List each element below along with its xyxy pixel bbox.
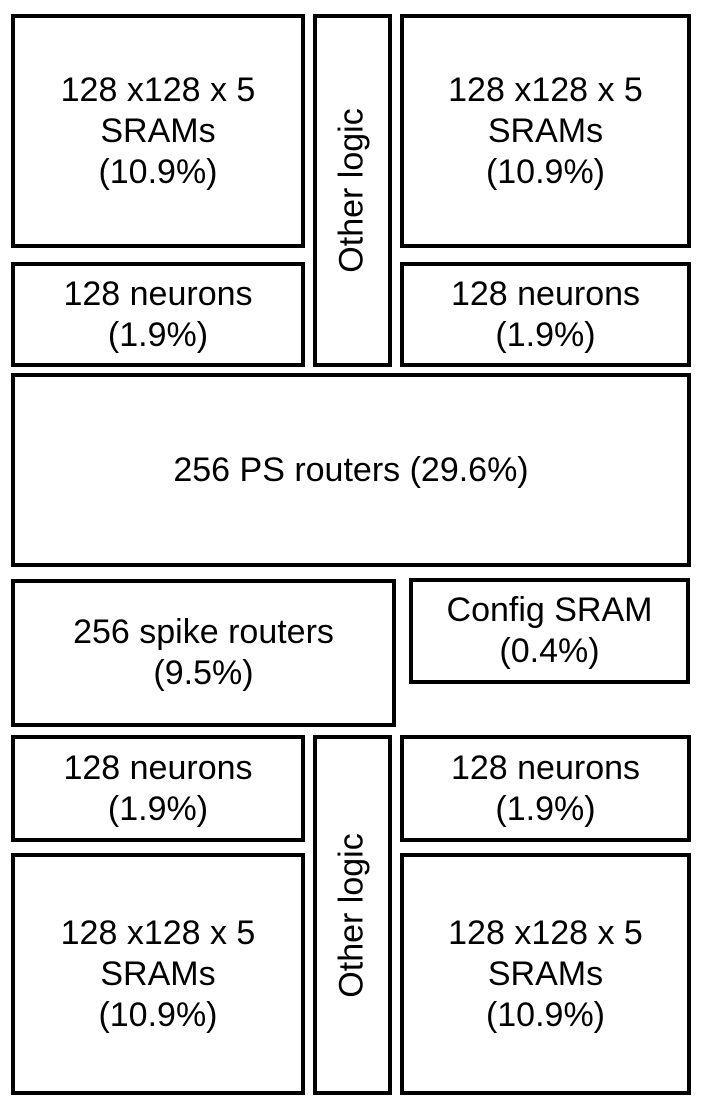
block-label: 128 x128 x 5 SRAMs (10.9%) bbox=[448, 70, 643, 191]
block-label: 128 neurons (1.9%) bbox=[63, 274, 253, 354]
block-sram-array-bottom-right: 128 x128 x 5 SRAMs (10.9%) bbox=[400, 853, 691, 1095]
block-label: 128 x128 x 5 SRAMs (10.9%) bbox=[60, 70, 256, 191]
block-spike-routers: 256 spike routers (9.5%) bbox=[11, 579, 396, 727]
block-ps-routers: 256 PS routers (29.6%) bbox=[11, 373, 691, 567]
block-label: 128 neurons (1.9%) bbox=[450, 748, 641, 828]
block-label: 128 neurons (1.9%) bbox=[63, 748, 253, 828]
block-label: 256 PS routers (29.6%) bbox=[173, 450, 529, 489]
block-neurons-bottom-left: 128 neurons (1.9%) bbox=[11, 735, 305, 842]
block-other-logic-bottom: Other logic bbox=[313, 735, 392, 1095]
block-label: 128 neurons (1.9%) bbox=[450, 274, 641, 354]
block-other-logic-top: Other logic bbox=[313, 14, 392, 367]
block-label: 128 x128 x 5 SRAMs (10.9%) bbox=[60, 913, 256, 1034]
block-sram-array-bottom-left: 128 x128 x 5 SRAMs (10.9%) bbox=[11, 853, 305, 1095]
block-neurons-bottom-right: 128 neurons (1.9%) bbox=[400, 735, 691, 842]
block-label: 256 spike routers (9.5%) bbox=[73, 613, 334, 692]
block-neurons-top-left: 128 neurons (1.9%) bbox=[11, 262, 305, 367]
block-neurons-top-right: 128 neurons (1.9%) bbox=[400, 262, 691, 367]
block-sram-array-top-left: 128 x128 x 5 SRAMs (10.9%) bbox=[11, 14, 305, 248]
block-label: Other logic bbox=[333, 108, 371, 273]
block-label: Config SRAM (0.4%) bbox=[446, 591, 653, 670]
block-label: 128 x128 x 5 SRAMs (10.9%) bbox=[448, 913, 643, 1034]
block-config-sram: Config SRAM (0.4%) bbox=[409, 578, 690, 684]
block-label: Other logic bbox=[333, 832, 371, 998]
block-sram-array-top-right: 128 x128 x 5 SRAMs (10.9%) bbox=[400, 14, 691, 248]
